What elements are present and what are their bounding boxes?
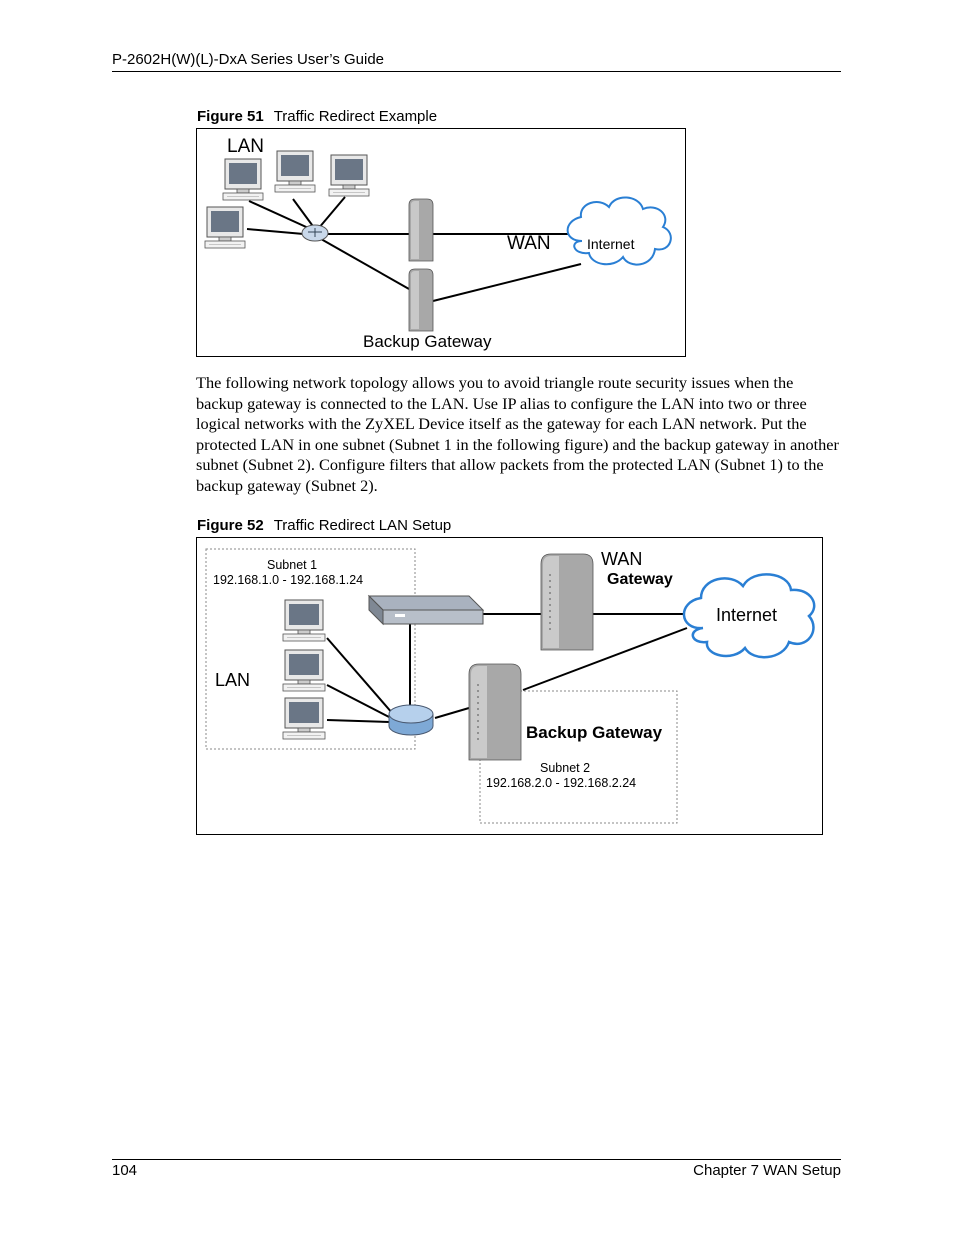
body-paragraph: The following network topology allows yo…	[196, 373, 839, 495]
footer-divider	[112, 1159, 841, 1160]
gateway-device-icon	[408, 268, 434, 332]
router-icon	[301, 224, 329, 242]
figure52-links	[326, 613, 688, 723]
computer-icon	[328, 154, 370, 197]
header-divider	[112, 71, 841, 72]
subnet1-label: Subnet 1	[267, 558, 317, 572]
figure52-number: Figure 52	[197, 517, 264, 534]
gateway-device-icon	[408, 198, 434, 262]
figure52-backup-gateway-label: Backup Gateway	[526, 723, 663, 742]
figure51-diagram: LAN WAN Internet Backup Gateway	[196, 128, 686, 357]
figure52-wan-label: WAN	[601, 549, 642, 569]
figure51-title: Traffic Redirect Example	[273, 108, 438, 125]
router-icon	[388, 704, 434, 736]
computer-icon	[282, 697, 326, 740]
page-header-title: P-2602H(W)(L)-DxA Series User’s Guide	[112, 51, 385, 68]
figure52-lan-label: LAN	[215, 670, 250, 690]
figure51-internet-label: Internet	[587, 236, 635, 252]
figure51-number: Figure 51	[197, 108, 264, 125]
figure52-caption: Figure 52 Traffic Redirect LAN Setup	[197, 517, 451, 534]
figure51-lan-label: LAN	[227, 136, 264, 157]
page-number: 104	[112, 1162, 138, 1179]
computer-icon	[204, 206, 246, 249]
subnet1-boundary	[205, 548, 416, 750]
computer-icon	[282, 649, 326, 692]
cloud-icon	[566, 196, 672, 266]
gateway-device-icon	[540, 553, 594, 651]
gateway-device-icon	[468, 663, 522, 761]
figure51-wan-label: WAN	[507, 233, 551, 254]
subnet1-range: 192.168.1.0 - 192.168.1.24	[213, 573, 363, 587]
figure52-gateway-label: Gateway	[607, 571, 673, 588]
computer-icon	[282, 599, 326, 642]
figure51-caption: Figure 51 Traffic Redirect Example	[197, 108, 437, 125]
chapter-title: Chapter 7 WAN Setup	[693, 1162, 841, 1179]
computer-icon	[274, 150, 316, 193]
switch-icon	[367, 594, 485, 626]
subnet2-label: Subnet 2	[540, 761, 590, 775]
figure51-links	[246, 196, 582, 302]
figure52-internet-label: Internet	[716, 605, 777, 625]
figure52-title: Traffic Redirect LAN Setup	[273, 517, 452, 534]
cloud-icon	[682, 573, 816, 659]
subnet2-range: 192.168.2.0 - 192.168.2.24	[486, 776, 636, 790]
computer-icon	[222, 158, 264, 201]
figure51-backup-gateway-label: Backup Gateway	[363, 332, 492, 351]
figure52-diagram: Subnet 1 192.168.1.0 - 192.168.1.24 LAN …	[196, 537, 823, 835]
